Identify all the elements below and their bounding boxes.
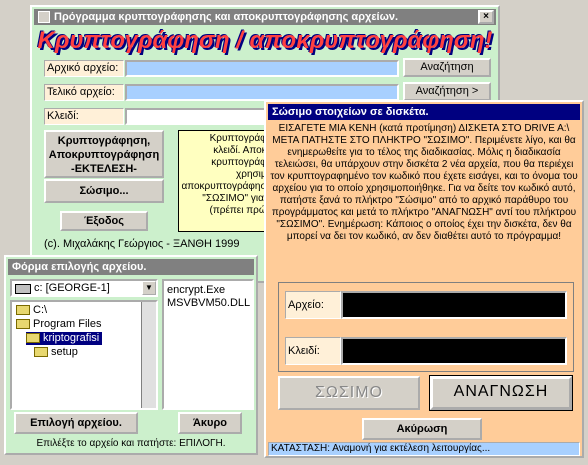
chevron-right-icon: > [471, 85, 479, 97]
browse-target-label: Αναζήτηση [415, 85, 469, 97]
drive-select[interactable]: c: [GEORGE-1] ▼ [10, 279, 158, 297]
browse-target-button[interactable]: Αναζήτηση > [403, 82, 491, 101]
copyright-text: (c). Μιχαλάκης Γεώργιος - ΞΑΝΘΗ 1999 [44, 238, 240, 250]
read-disk-button[interactable]: ΑΝΑΓΝΩΣΗ [429, 375, 573, 411]
main-window-title: Πρόγραμμα κρυπτογράφησης και αποκρυπτογρ… [54, 11, 399, 23]
tree-item-program-files[interactable]: Program Files [16, 318, 101, 331]
chevron-down-icon[interactable]: ▼ [142, 281, 156, 295]
cancel-file-button[interactable]: Άκυρο [178, 412, 242, 434]
save-key-label: Κλειδί: [285, 337, 341, 365]
folder-icon [34, 347, 48, 358]
key-field[interactable] [125, 108, 275, 125]
file-list[interactable]: encrypt.Exe MSVBVM50.DLL [162, 279, 254, 410]
cancel-save-button[interactable]: Ακύρωση [362, 418, 482, 440]
tree-label: C:\ [33, 304, 48, 316]
file-item[interactable]: encrypt.Exe [167, 284, 226, 296]
tree-item-root[interactable]: C:\ [16, 304, 47, 317]
save-key-field[interactable] [341, 337, 567, 365]
save-file-label: Αρχείο: [285, 291, 341, 319]
save-window-title: Σώσιμο στοιχείων σε δισκέτα. [272, 106, 429, 118]
file-item[interactable]: MSVBVM50.DLL [167, 297, 251, 309]
encrypt-execute-button[interactable]: Κρυπτογράφηση, Αποκρυπτογράφηση -ΕΚΤΕΛΕΣ… [44, 130, 164, 178]
exit-button[interactable]: Έξοδος [60, 211, 148, 231]
file-select-hint: Επιλέξτε το αρχείο και πατήστε: ΕΠΙΛΟΓΗ. [36, 438, 226, 449]
status-bar: ΚΑΤΑΣΤΑΣΗ: Αναμονή για εκτέλεση λειτουργ… [268, 442, 580, 456]
help-text: Κρυπτογράφ... κλειδί. Αποκ... κρυπτογράφ… [178, 130, 278, 232]
save-button[interactable]: Σώσιμο... [44, 179, 164, 203]
tree-label: setup [51, 346, 78, 358]
save-disk-button[interactable]: ΣΩΣΙΜΟ [278, 376, 420, 410]
folder-tree[interactable]: C:\ Program Files kriptografisi setup [10, 300, 158, 410]
scrollbar[interactable] [141, 302, 156, 408]
tree-label: Program Files [33, 318, 102, 330]
folder-open-icon [26, 333, 40, 344]
file-select-title: Φόρμα επιλογής αρχείου. [12, 261, 147, 273]
select-file-button[interactable]: Επιλογή αρχείου. [14, 412, 138, 434]
close-icon[interactable]: × [478, 10, 494, 24]
file-select-window: Φόρμα επιλογής αρχείου. c: [GEORGE-1] ▼ … [4, 255, 258, 455]
browse-source-button[interactable]: Αναζήτηση [403, 58, 491, 77]
save-fields-panel: Αρχείο: Κλειδί: [278, 282, 574, 372]
banner-title: Κρυπτογράφηση / αποκρυπτογράφηση! [37, 27, 493, 54]
tree-label: kriptografisi [43, 332, 100, 344]
app-icon [38, 11, 50, 24]
tree-item-kriptografisi[interactable]: kriptografisi [26, 332, 103, 345]
save-window-titlebar[interactable]: Σώσιμο στοιχείων σε δισκέτα. [268, 104, 580, 120]
key-label: Κλειδί: [44, 108, 124, 125]
drive-select-value: c: [GEORGE-1] [34, 282, 110, 294]
target-file-label: Τελικό αρχείο: [44, 84, 124, 101]
target-file-field[interactable] [125, 84, 399, 101]
source-file-field[interactable] [125, 60, 399, 77]
main-window-titlebar[interactable]: Πρόγραμμα κρυπτογράφησης και αποκρυπτογρ… [34, 9, 496, 25]
save-instructions: ΕΙΣΑΓΕΤΕ ΜΙΑ ΚΕΝΗ (κατά προτίμηση) ΔΙΣΚΕ… [270, 123, 578, 242]
save-file-field[interactable] [341, 291, 567, 319]
source-file-label: Αρχικό αρχείο: [44, 60, 124, 77]
folder-open-icon [16, 305, 30, 316]
tree-item-setup[interactable]: setup [34, 346, 78, 359]
folder-open-icon [16, 319, 30, 330]
drive-icon [15, 284, 31, 294]
save-window: Σώσιμο στοιχείων σε δισκέτα. ΕΙΣΑΓΕΤΕ ΜΙ… [264, 100, 584, 458]
file-select-titlebar[interactable]: Φόρμα επιλογής αρχείου. [8, 259, 254, 275]
